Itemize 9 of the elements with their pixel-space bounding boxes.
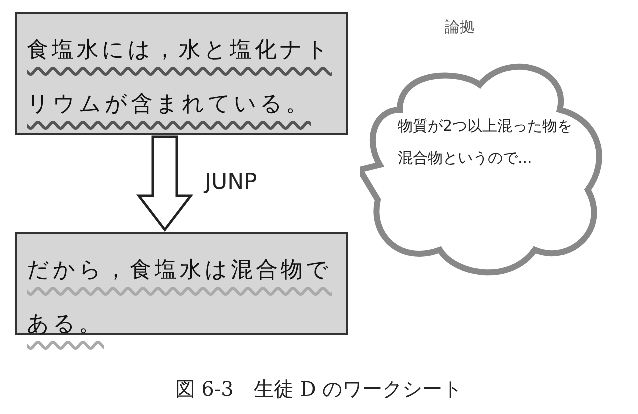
cloud-text: 物質が2つ以上混った物を混合物というので... (398, 116, 574, 169)
cloud-heading: 論拠 (445, 17, 475, 38)
figure-caption: 図 6-3 生徒 D のワークシート (174, 376, 464, 403)
block-arrow (136, 136, 194, 232)
statement-text: だから，食塩水は混合物である。 (27, 257, 333, 339)
text-box (15, 12, 348, 135)
edge-label: JUNP (205, 169, 258, 197)
text-box (15, 232, 348, 335)
statement-text: 食塩水には，水と塩化ナトリウムが含まれている。 (27, 37, 333, 119)
